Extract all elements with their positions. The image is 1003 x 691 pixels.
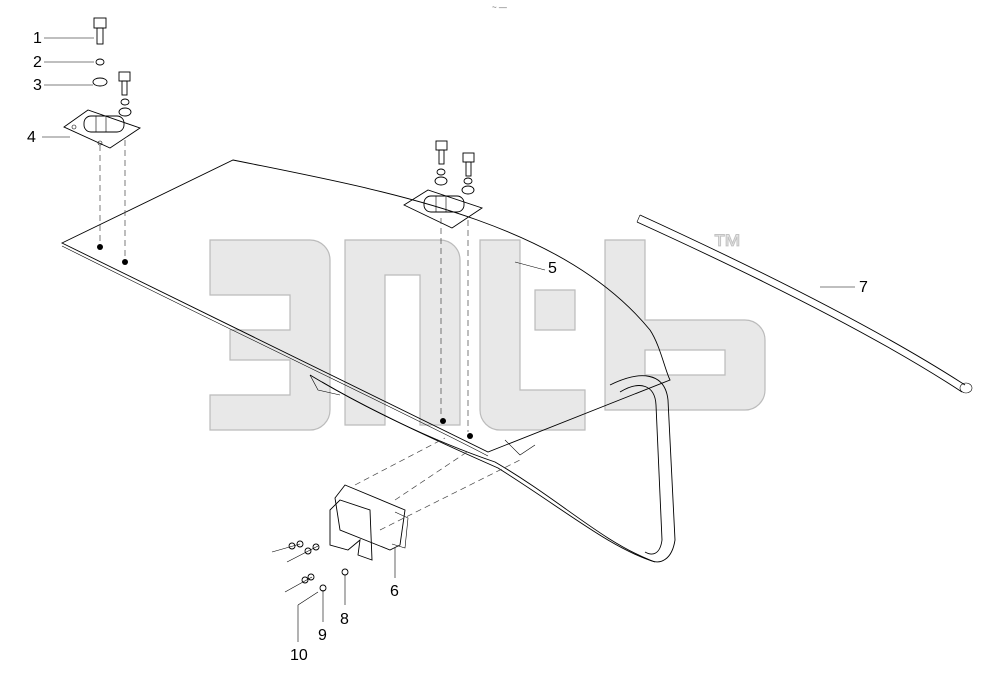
leader-lines (42, 37, 855, 642)
callout-1: 1 (33, 30, 42, 47)
callout-5: 5 (548, 260, 557, 277)
fasteners-bracket (271, 540, 349, 606)
callout-2: 2 (33, 54, 42, 71)
watermark-logo: ™ (209, 229, 766, 431)
callout-4: 4 (27, 129, 36, 146)
watermark-tm: ™ (712, 229, 742, 262)
callout-3: 3 (33, 77, 42, 94)
panel-5 (60, 159, 671, 457)
frame-under-panel (309, 374, 676, 563)
seal-strip-7 (636, 214, 973, 394)
top-mark: ~ — (492, 3, 507, 12)
hinge-4 (63, 109, 142, 258)
fasteners-top-left (92, 17, 132, 117)
callout-6: 6 (390, 583, 399, 600)
callout-10: 10 (290, 647, 308, 664)
callout-9: 9 (318, 627, 327, 644)
hinge-center (403, 189, 484, 432)
callout-7: 7 (859, 279, 868, 296)
callout-8: 8 (340, 611, 349, 628)
fasteners-center (434, 140, 475, 195)
bracket-6 (329, 437, 521, 561)
